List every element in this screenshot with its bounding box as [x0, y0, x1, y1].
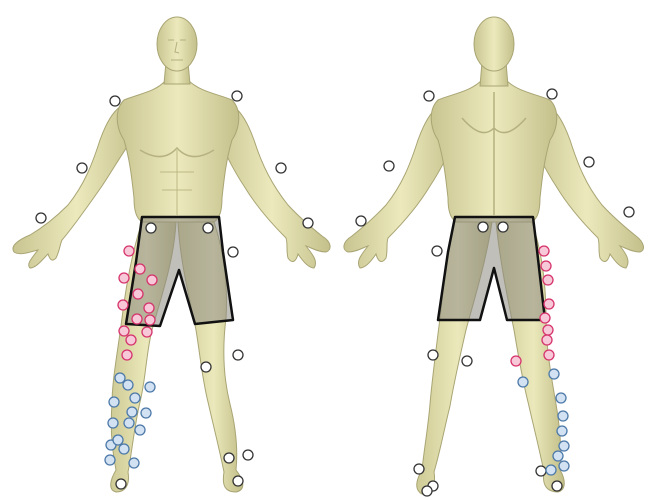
front-blue-marker-12 [105, 455, 115, 465]
front-white-marker-10 [233, 350, 243, 360]
front-white-marker-7 [146, 223, 156, 233]
front-blue-marker-9 [124, 418, 134, 428]
front-pink-marker-1 [124, 246, 134, 256]
front-pink-marker-6 [118, 300, 128, 310]
front-white-marker-15 [233, 476, 243, 486]
back-view-figure [344, 17, 644, 494]
front-pink-marker-11 [126, 335, 136, 345]
front-pink-marker-8 [132, 314, 142, 324]
back-white-marker-12 [414, 464, 424, 474]
front-pink-marker-12 [122, 350, 132, 360]
back-pink-marker-8 [541, 261, 551, 271]
front-pink-marker-2 [119, 273, 129, 283]
back-white-marker-3 [384, 161, 394, 171]
back-white-marker-5 [356, 216, 366, 226]
front-blue-marker-1 [115, 373, 125, 383]
front-blue-marker-15 [135, 425, 145, 435]
front-white-marker-9 [228, 247, 238, 257]
front-white-marker-13 [243, 450, 253, 460]
back-pink-marker-7 [511, 356, 521, 366]
back-blue-marker-8 [546, 465, 556, 475]
back-blue-marker-6 [559, 441, 569, 451]
front-blue-marker-3 [123, 380, 133, 390]
front-pink-marker-9 [119, 326, 129, 336]
back-pink-marker-1 [539, 246, 549, 256]
back-head [474, 17, 514, 71]
front-blue-marker-14 [113, 435, 123, 445]
back-white-marker-6 [624, 207, 634, 217]
front-white-marker-3 [77, 163, 87, 173]
back-blue-marker-2 [549, 369, 559, 379]
front-blue-marker-7 [141, 408, 151, 418]
back-white-marker-1 [424, 91, 434, 101]
front-view-figure [13, 17, 330, 492]
back-white-marker-14 [422, 486, 432, 496]
back-blue-marker-3 [556, 393, 566, 403]
front-blue-marker-11 [119, 444, 129, 454]
front-white-marker-14 [116, 479, 126, 489]
back-blue-marker-1 [518, 377, 528, 387]
front-white-marker-8 [203, 223, 213, 233]
front-blue-marker-6 [127, 407, 137, 417]
back-pink-marker-3 [544, 299, 554, 309]
back-pink-marker-6 [544, 350, 554, 360]
back-blue-marker-5 [557, 426, 567, 436]
back-blue-marker-9 [553, 451, 563, 461]
back-white-marker-8 [498, 222, 508, 232]
front-pink-marker-3 [135, 264, 145, 274]
back-blue-marker-4 [558, 411, 568, 421]
back-white-marker-10 [428, 350, 438, 360]
front-blue-marker-2 [145, 382, 155, 392]
back-pink-marker-2 [543, 275, 553, 285]
front-pink-marker-5 [133, 289, 143, 299]
front-blue-marker-13 [129, 458, 139, 468]
front-white-marker-12 [224, 453, 234, 463]
front-torso [117, 80, 239, 222]
back-white-marker-11 [462, 356, 472, 366]
front-white-marker-11 [201, 362, 211, 372]
back-pink-marker-9 [540, 313, 550, 323]
front-pink-marker-4 [147, 275, 157, 285]
back-shorts [438, 217, 545, 320]
front-white-marker-5 [36, 213, 46, 223]
front-pink-marker-13 [145, 315, 155, 325]
front-white-marker-6 [303, 218, 313, 228]
back-white-marker-15 [536, 466, 546, 476]
back-white-marker-7 [478, 222, 488, 232]
front-white-marker-4 [276, 163, 286, 173]
front-white-marker-2 [232, 91, 242, 101]
back-white-marker-4 [584, 157, 594, 167]
front-pink-marker-10 [142, 327, 152, 337]
back-white-marker-16 [552, 481, 562, 491]
back-pink-marker-5 [542, 335, 552, 345]
front-blue-marker-8 [108, 418, 118, 428]
back-white-marker-9 [432, 246, 442, 256]
back-pink-marker-4 [543, 325, 553, 335]
front-blue-marker-4 [130, 393, 140, 403]
back-white-marker-2 [547, 89, 557, 99]
back-blue-marker-7 [559, 461, 569, 471]
front-blue-marker-5 [109, 397, 119, 407]
front-pink-marker-7 [144, 303, 154, 313]
front-white-marker-1 [110, 96, 120, 106]
